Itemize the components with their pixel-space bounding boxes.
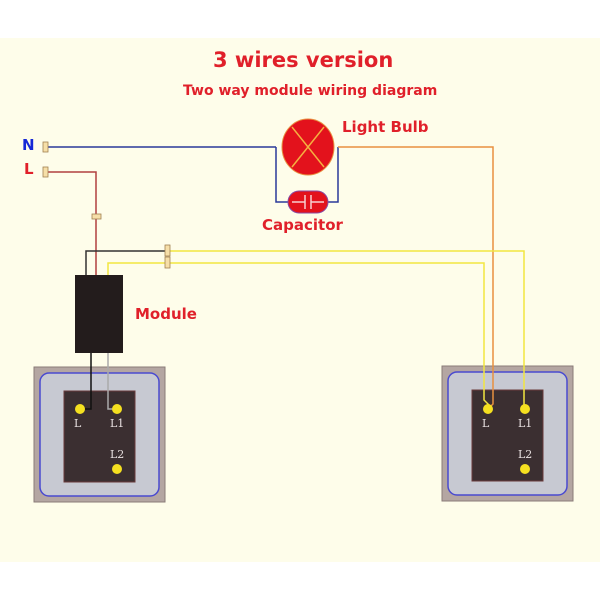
left-switch-terminal-l: L [74,417,82,430]
diagram-title: 3 wires version [213,48,394,72]
left-switch-terminal-l1: L1 [110,417,125,430]
module-to-switch-l [85,353,92,410]
left-switch-terminal-l2: L2 [110,448,125,461]
module-black-wire [85,250,166,281]
capacitor-icon [287,190,329,214]
terminal-l [42,166,49,178]
left-switch-screw-l1 [112,404,122,414]
capacitor-label: Capacitor [262,216,343,234]
right-switch-screw-l1 [520,404,530,414]
module-body [75,275,123,353]
light-bulb-icon [281,118,335,176]
right-switch-screw-l [483,404,493,414]
bulb-capacitor-bypass-left [275,147,290,203]
right-switch-terminal-l2: L2 [518,448,533,461]
right-switch-screw-l2 [520,464,530,474]
live-label: L [24,160,34,178]
traveler-wire-2 [107,262,491,407]
traveler-connector-bottom [164,256,171,269]
right-switch-terminal-l1: L1 [518,417,533,430]
traveler-connector-top [164,244,171,257]
module-label: Module [135,305,197,323]
neutral-label: N [22,136,35,154]
right-switch-terminal-l: L [482,417,490,430]
terminal-n [42,141,49,153]
diagram-subtitle: Two way module wiring diagram [183,83,438,99]
traveler-wire-1 [170,250,525,405]
light-bulb-label: Light Bulb [342,118,429,136]
left-switch-screw-l2 [112,464,122,474]
live-connector [91,213,102,220]
right-switch-plate [441,365,574,502]
left-switch-plate [33,366,166,503]
live-wire [48,171,97,282]
bulb-capacitor-bypass-right [326,147,339,203]
left-switch-screw-l [75,404,85,414]
